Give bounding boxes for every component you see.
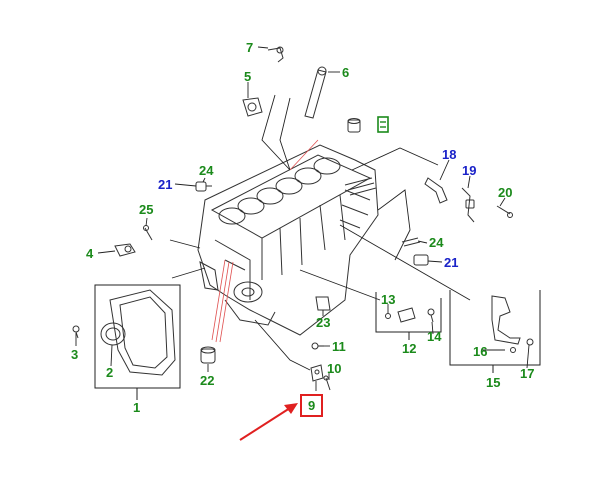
part-18-sensor-drawing [424, 177, 448, 204]
part-1-cover-drawing [109, 289, 176, 376]
callout-24-lower[interactable]: 24 [429, 235, 444, 250]
callout-21-lower[interactable]: 21 [444, 255, 458, 270]
part-15-bracket-drawing [491, 295, 534, 353]
callout-22[interactable]: 22 [200, 373, 214, 388]
part-20-drawing [496, 205, 513, 218]
part-19-sensor-drawing [461, 187, 475, 223]
callout-15[interactable]: 15 [486, 375, 500, 390]
part-10-drawing [323, 375, 331, 391]
callout-7[interactable]: 7 [246, 40, 253, 55]
callout-1[interactable]: 1 [133, 400, 140, 415]
engine-block-drawing [197, 144, 379, 336]
callout-18[interactable]: 18 [442, 147, 456, 162]
callout-23[interactable]: 23 [316, 315, 330, 330]
part-5-drawing [242, 97, 263, 117]
callout-19[interactable]: 19 [462, 163, 476, 178]
reference-lines [169, 94, 471, 371]
callout-21-upper[interactable]: 21 [158, 177, 172, 192]
label-leaders [75, 46, 530, 391]
part-4-drawing [114, 243, 136, 257]
part-12-group-drawing [385, 307, 435, 323]
callout-12[interactable]: 12 [402, 341, 416, 356]
group-12-frame [375, 292, 442, 340]
callout-2[interactable]: 2 [106, 365, 113, 380]
callout-13[interactable]: 13 [381, 292, 395, 307]
part-7-drawing [267, 46, 284, 63]
callout-25[interactable]: 25 [139, 202, 153, 217]
part-9-highlight-box [300, 394, 323, 417]
callout-5[interactable]: 5 [244, 69, 251, 84]
callout-4[interactable]: 4 [86, 246, 94, 261]
part-21-lower-drawing [413, 254, 429, 266]
callout-24-upper[interactable]: 24 [199, 163, 214, 178]
part-6-drawing [304, 66, 327, 119]
group-15-frame [449, 290, 541, 373]
callout-20[interactable]: 20 [498, 185, 512, 200]
callout-9-highlighted[interactable]: 9 [308, 398, 315, 413]
part-22-drawing [200, 346, 216, 364]
part-25-drawing [143, 225, 153, 241]
part-8-drawing [347, 118, 361, 133]
part-2-seal-drawing [100, 322, 126, 346]
callout-3[interactable]: 3 [71, 347, 78, 362]
part-9-drawing [310, 364, 324, 382]
part-8-label-tag [377, 116, 389, 133]
red-guide-lines [211, 139, 319, 343]
callout-17[interactable]: 17 [520, 366, 534, 381]
highlight-arrow-icon [239, 403, 298, 441]
callout-11[interactable]: 11 [332, 339, 346, 354]
part-24-upper-drawing [195, 181, 212, 192]
callout-labels: 7 6 5 18 19 20 24 21 25 4 24 21 13 23 14… [71, 40, 534, 415]
callout-10[interactable]: 10 [327, 361, 341, 376]
group-1-frame [94, 284, 181, 400]
callout-6[interactable]: 6 [342, 65, 349, 80]
part-24-lower-drawing [401, 237, 421, 247]
callout-16[interactable]: 16 [473, 344, 487, 359]
part-23-drawing [315, 296, 331, 311]
callout-14[interactable]: 14 [427, 329, 442, 344]
